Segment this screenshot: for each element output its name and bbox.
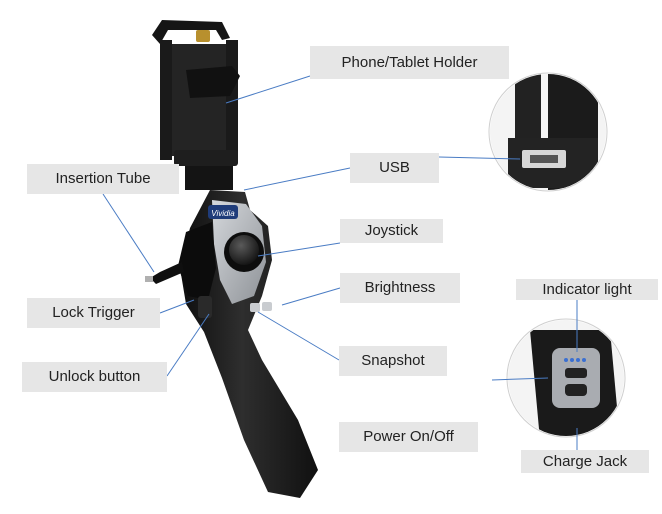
label-unlock-button: Unlock button	[22, 362, 167, 392]
label-indicator-light: Indicator light	[516, 279, 658, 300]
label-lock-trigger: Lock Trigger	[27, 298, 160, 328]
label-usb: USB	[350, 153, 439, 183]
charge-jack-callout	[506, 318, 626, 438]
label-insertion-tube: Insertion Tube	[27, 164, 179, 194]
phone-holder	[152, 20, 240, 190]
label-phone-holder: Phone/Tablet Holder	[310, 46, 509, 79]
brand-logo-icon	[208, 205, 238, 219]
label-charge-jack: Charge Jack	[521, 450, 649, 473]
label-joystick: Joystick	[340, 219, 443, 243]
label-brightness: Brightness	[340, 273, 460, 303]
side-buttons	[198, 296, 272, 318]
indicator-light-icon	[565, 368, 587, 378]
insertion-tube	[145, 262, 184, 284]
label-snapshot: Snapshot	[339, 346, 447, 376]
holder-screw-icon	[196, 30, 210, 42]
joystick-knob	[224, 232, 264, 272]
leader-lines	[102, 75, 578, 450]
charge-jack-port-icon	[565, 384, 587, 396]
svg-text:Vividia: Vividia	[211, 209, 235, 218]
label-power: Power On/Off	[339, 422, 478, 452]
usb-callout	[488, 72, 608, 192]
